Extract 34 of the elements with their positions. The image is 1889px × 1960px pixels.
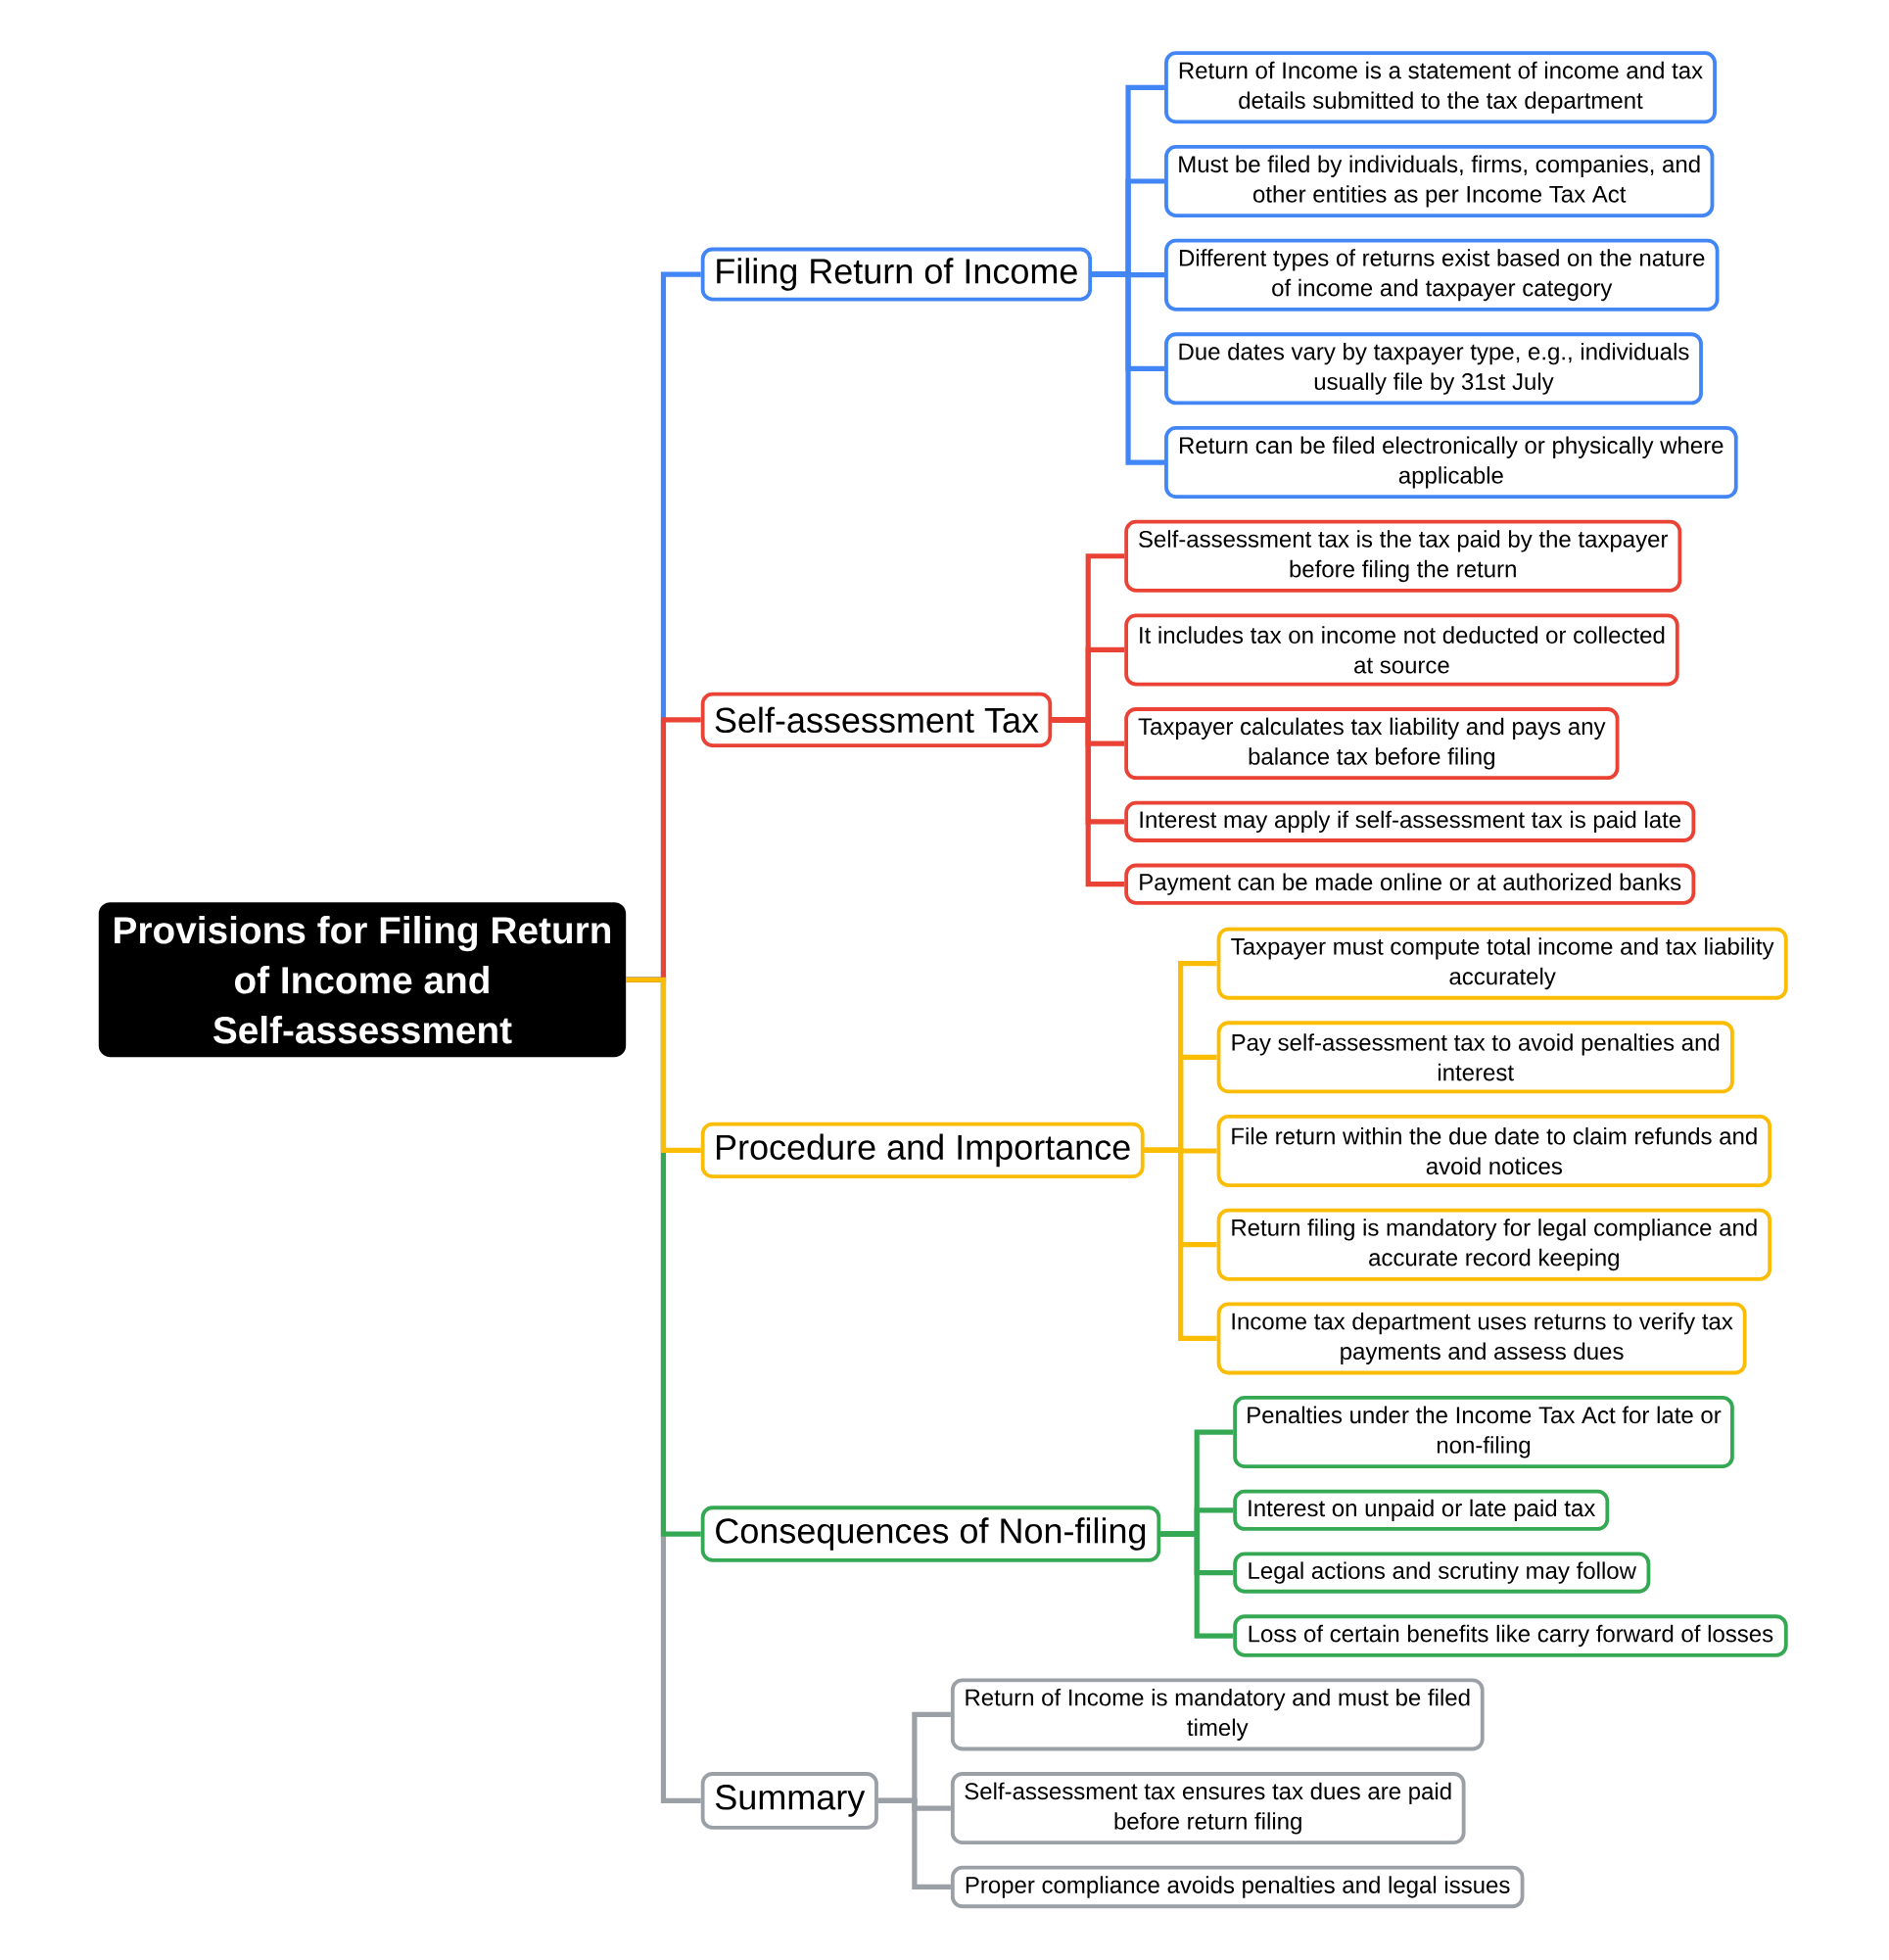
note-box: Interest on unpaid or late paid tax — [1233, 1489, 1610, 1531]
note-box: File return within the due date to claim refunds and avoid notices — [1216, 1115, 1772, 1187]
note-box: Proper compliance avoids penalties and legal issues — [950, 1865, 1525, 1909]
note-box: Must be filed by individuals, firms, companies, and other entities as per Income Tax Act — [1164, 145, 1715, 217]
topic-box: Summary — [700, 1772, 878, 1830]
note-box: Self-assessment tax is the tax paid by the taxpayer before filing the return — [1124, 519, 1682, 593]
note-box: Return can be filed electronically or physically where applicable — [1164, 426, 1738, 500]
note-box: Return of Income is a statement of income and tax details submitted to the tax department — [1164, 51, 1717, 124]
connector-line — [1144, 1147, 1217, 1154]
topic-box: Filing Return of Income — [700, 247, 1093, 302]
note-box: Taxpayer calculates tax liability and pays any balance tax before filing — [1124, 707, 1620, 781]
note-box: Loss of certain benefits like carry forward of losses — [1233, 1614, 1788, 1657]
note-box: It includes tax on income not deducted or collected at source — [1124, 613, 1679, 687]
connector-line — [1160, 1507, 1234, 1537]
note-box: Income tax department uses returns to verify tax payments and assess dues — [1216, 1302, 1747, 1375]
note-box: Penalties under the Income Tax Act for late or non-filing — [1233, 1396, 1734, 1469]
topic-box: Self-assessment Tax — [700, 692, 1053, 747]
connector-line — [877, 1797, 951, 1811]
note-box: Payment can be made online or at authorized banks — [1124, 863, 1696, 905]
note-box: Pay self-assessment tax to avoid penalties and interest — [1216, 1021, 1734, 1094]
note-box: Return of Income is mandatory and must be filed timely — [950, 1678, 1485, 1751]
connector-line — [1092, 271, 1165, 278]
note-box: Self-assessment tax ensures tax dues are paid before return filing — [950, 1772, 1466, 1845]
connector-line — [1052, 717, 1125, 746]
connector-line — [626, 977, 701, 1153]
note-box: Return filing is mandatory for legal compliance and accurate record keeping — [1216, 1208, 1772, 1281]
note-box: Taxpayer must compute total income and tax liability accurately — [1216, 927, 1788, 1000]
note-box: Legal actions and scrutiny may follow — [1233, 1552, 1651, 1594]
central-topic-box: Provisions for Filing Return of Income and Self-assessment — [98, 902, 627, 1058]
topic-box: Procedure and Importance — [700, 1122, 1145, 1179]
note-box: Different types of returns exist based on the nature of income and taxpayer category — [1164, 238, 1720, 311]
topic-box: Consequences of Non-filing — [700, 1506, 1161, 1562]
note-box: Due dates vary by taxpayer type, e.g., individuals usually file by 31st July — [1164, 332, 1703, 406]
note-box: Interest may apply if self-assessment tax is paid late — [1124, 800, 1696, 842]
